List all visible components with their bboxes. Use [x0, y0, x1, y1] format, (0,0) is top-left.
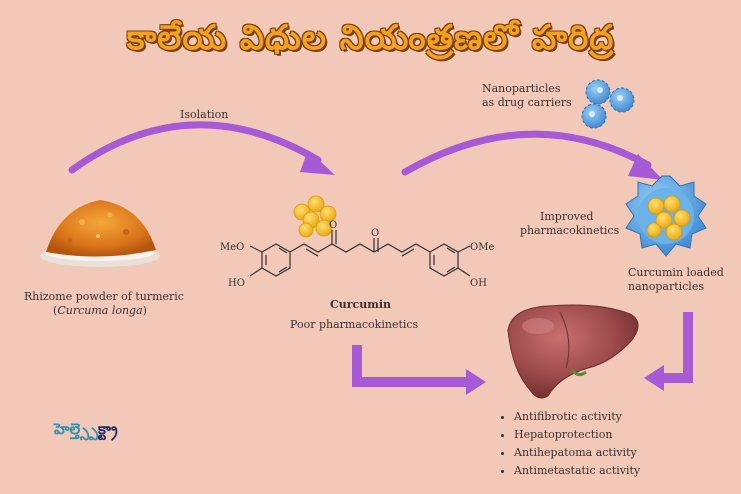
loaded-label-line1: Curcumin loaded	[628, 266, 724, 279]
brand-part2: స్పెక్ట్రా	[98, 420, 118, 438]
curcumin-label: Curcumin	[330, 298, 392, 311]
chem-ome: OMe	[470, 242, 494, 253]
chem-meo: MeO	[220, 242, 244, 253]
activity-item: Antihepatoma activity	[514, 444, 640, 462]
brand-logo: హెల్త్స్పెక్ట్రా	[54, 420, 118, 442]
curcumin-cluster-icon	[293, 195, 337, 238]
latin-open: (	[53, 304, 58, 317]
loading-arrow	[401, 130, 663, 180]
chem-o1: O	[329, 220, 337, 231]
improved-label-line1: Improved	[540, 210, 594, 223]
drug-carriers-label: as drug carriers	[482, 96, 572, 109]
chem-ho: HO	[228, 278, 245, 289]
isolation-label: Isolation	[180, 108, 229, 121]
poor-pharmacokinetics-label: Poor pharmacokinetics	[290, 318, 419, 331]
nanoparticle-icon	[581, 79, 635, 129]
latin-name-label: (Curcuma longa)	[24, 304, 176, 318]
turmeric-powder-icon	[40, 200, 160, 267]
latin-name: Curcuma longa	[57, 304, 143, 317]
latin-close: )	[142, 304, 147, 317]
activity-list: Antifibrotic activity Hepatoprotection A…	[500, 408, 640, 480]
chem-o2: O	[371, 228, 379, 239]
curcumin-to-liver-arrow	[352, 345, 486, 395]
page-title: కాలేయ విధుల నియంత్రణలో హరిద్ర	[126, 18, 615, 58]
improved-label-line2: pharmacokinetics	[520, 224, 620, 237]
nanoparticle-to-liver-arrow	[644, 312, 693, 391]
loaded-label-line2: nanoparticles	[628, 280, 704, 293]
rhizome-label: Rhizome powder of turmeric	[24, 290, 184, 303]
chem-oh: OH	[470, 278, 487, 289]
nanoparticles-label: Nanoparticles	[482, 82, 561, 95]
activity-item: Hepatoprotection	[514, 426, 640, 444]
isolation-arrow	[68, 121, 335, 175]
activity-item: Antifibrotic activity	[514, 408, 640, 426]
brand-part1: హెల్త్	[54, 420, 99, 438]
liver-icon	[507, 304, 639, 399]
loaded-nanoparticle-icon	[625, 175, 707, 257]
activity-item: Antimetastatic activity	[514, 462, 640, 480]
curcumin-structure	[249, 230, 471, 277]
